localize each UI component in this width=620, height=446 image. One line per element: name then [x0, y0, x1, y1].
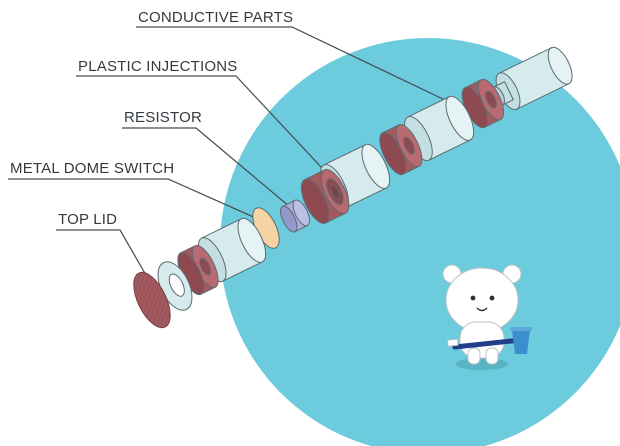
leader-plastic-injections	[76, 75, 323, 169]
label-top-lid: TOP LID	[58, 211, 117, 228]
exploded-parts	[133, 46, 573, 329]
toothbrush-icon	[446, 337, 524, 350]
leader-top-lid	[56, 229, 151, 283]
leader-resistor	[122, 127, 291, 208]
label-resistor: RESISTOR	[124, 109, 202, 126]
plastic-injection-ring-3	[379, 124, 423, 176]
leader-metal-dome-switch	[8, 178, 259, 220]
label-metal-dome-switch: METAL DOME SWITCH	[10, 160, 174, 177]
background-circle	[220, 38, 620, 446]
label-conductive-parts: CONDUCTIVE PARTS	[138, 9, 293, 26]
resistor-part	[280, 199, 310, 233]
cup-icon	[510, 327, 532, 354]
conductive-part-3	[404, 95, 475, 162]
mascot-shadow	[456, 358, 508, 370]
leader-conductive-parts	[136, 26, 446, 101]
plastic-injection-ring-2	[300, 169, 350, 224]
plastic-injection-ring-4	[461, 78, 505, 129]
white-bear-mascot-icon	[442, 264, 522, 370]
top-lid-part	[133, 271, 171, 329]
conductive-part-1	[197, 217, 267, 283]
plastic-injection-ring-1	[177, 244, 219, 296]
label-plastic-injections: PLASTIC INJECTIONS	[78, 58, 237, 75]
